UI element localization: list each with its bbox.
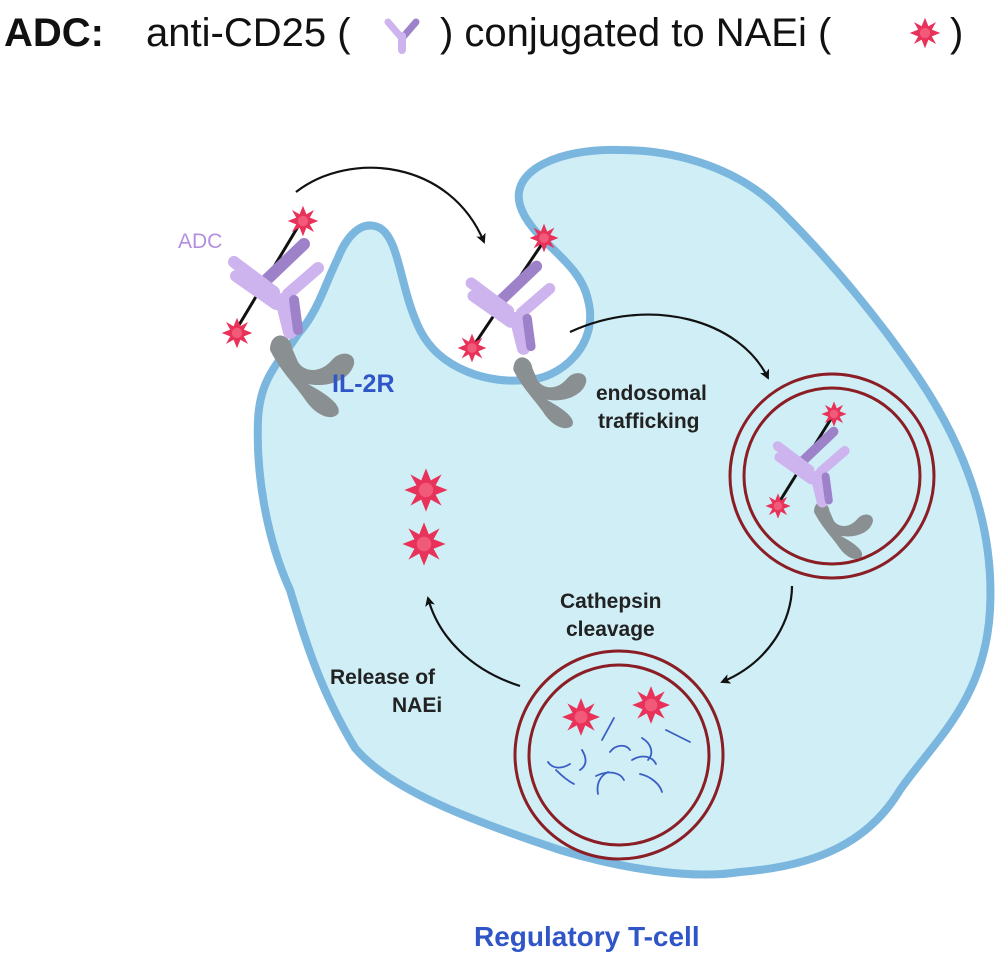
fragment-arc [555,769,575,785]
fragment-arc [596,771,609,795]
header-conjugate-text: ) conjugated to NAEi ( [440,11,832,55]
antibody-fragments [547,717,691,795]
payload-star [287,205,319,237]
t-cell-membrane [253,145,995,879]
payload-star [402,522,446,566]
payload-star [221,317,253,349]
payload-star [765,493,791,519]
payload-star [457,333,487,363]
fragment-arc [641,737,653,761]
antibody-legend-icon [388,22,416,50]
arrow-endosomal-trafficking [569,313,770,380]
lysosome-inner-membrane [527,663,711,847]
endosome-inner-membrane [742,386,922,566]
adc-internalizing [457,223,587,429]
lysosome [513,649,725,861]
payload-star [404,468,448,512]
header-title: ADC: anti-CD25 ( ) conjugated to NAEi ( … [4,11,963,55]
release-label-line2: NAEi [392,694,442,717]
endosomal-label-line1: endosomal [596,382,707,405]
fragment-arc [631,755,657,765]
payload-star [821,401,847,427]
fragment-arc [609,744,631,753]
fragment-line [601,717,615,741]
fragment-arc [579,749,587,771]
cathepsin-label-line1: Cathepsin [560,590,662,613]
fragment-line [665,729,691,743]
arrow-internalization [295,166,486,244]
il2r-label: IL-2R [332,370,395,398]
adc-bound-to-receptor [221,205,355,418]
header-antibody-text: anti-CD25 ( [146,11,351,55]
cathepsin-label-line2: cleavage [566,618,655,641]
fragment-arc [595,771,625,781]
endosome-outer-membrane [728,372,936,580]
release-label-line1: Release of [330,666,436,689]
adc-label: ADC [178,230,222,253]
lysosome-outer-membrane [513,649,725,861]
adc-antibody-shape [471,266,549,348]
endosomal-label-line2: trafficking [598,410,700,433]
payload-star [632,686,670,724]
fragment-arc [547,761,571,769]
endosome [728,372,936,580]
arrow-release [425,596,521,688]
header-close-paren: ) [950,11,963,55]
payload-legend-icon [909,17,941,49]
cell-label: Regulatory T-cell [474,921,700,952]
payload-star [529,223,559,253]
payload-star [562,698,600,736]
fragment-arc [639,773,663,793]
arrow-to-lysosome [720,585,794,684]
header-prefix: ADC: [4,11,104,55]
